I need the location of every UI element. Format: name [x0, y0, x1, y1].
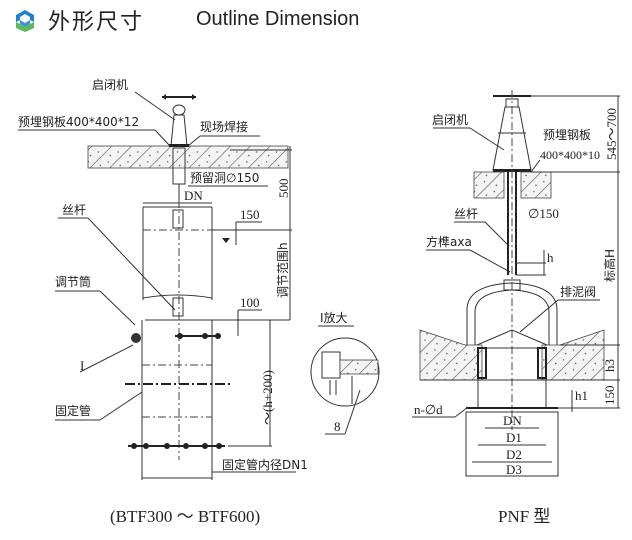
- dim-545-700: 545～700: [604, 108, 619, 160]
- adjust-tube-outline: [142, 200, 230, 460]
- label-screw-rod: 丝杆: [62, 203, 86, 217]
- label-elevation: 标高H: [602, 249, 617, 282]
- ground-left: [419, 329, 483, 381]
- concrete-slab: [87, 145, 289, 169]
- right-diagram: 启闭机 预埋钢板 400*400*10 545～700 丝杆 ∅150 方榫ax…: [412, 90, 620, 526]
- right-caption: PNF 型: [498, 507, 550, 526]
- left-labels: 启闭机 预埋钢板400*400*12 现场焊接 预留洞∅150 500 DN 丝…: [18, 78, 348, 526]
- right-hoist: [492, 90, 532, 430]
- label-right-screw-rod: 丝杆: [454, 207, 478, 221]
- label-bolt-holes: n-∅d: [414, 402, 443, 417]
- label-fixed-pipe-inner-dia: 固定管内径DN1: [222, 457, 308, 472]
- dim-500: 500: [276, 179, 291, 199]
- fixed-pipe: [125, 319, 290, 480]
- label-adjust-tube: 调节筒: [55, 274, 91, 289]
- left-caption: (BTF300 ～ BTF600): [110, 507, 260, 526]
- label-d3: D3: [506, 462, 522, 477]
- label-dn: DN: [184, 188, 203, 203]
- label-reserved-hole: 预留洞∅150: [190, 171, 259, 185]
- dim-100: 100: [240, 295, 260, 310]
- label-right-dn: DN: [503, 413, 522, 428]
- label-right-embedded-plate: 预埋钢板: [543, 128, 591, 142]
- dim-h3: h3: [602, 359, 617, 372]
- label-right-hole: ∅150: [528, 206, 559, 221]
- label-weld-symbol: 8: [334, 419, 341, 434]
- label-h1: h1: [575, 388, 588, 403]
- left-leader-lines: [18, 91, 268, 421]
- detail-i-enlarged: [310, 325, 380, 435]
- right-leader-lines: [412, 127, 600, 418]
- label-d2: D2: [506, 447, 522, 462]
- dim-150: 150: [240, 207, 260, 222]
- label-adjust-range: 调节范围h: [276, 242, 290, 298]
- left-diagram: 启闭机 预埋钢板400*400*12 现场焊接 预留洞∅150 500 DN 丝…: [18, 78, 380, 526]
- page-header: 外形尺寸 Outline Dimension: [0, 0, 632, 42]
- slab-right: [520, 171, 552, 199]
- left-dimension-lines: [143, 146, 296, 473]
- label-field-weld: 现场焊接: [200, 119, 248, 134]
- hexagon-logo-icon: [16, 10, 34, 32]
- dim-right-150: 150: [602, 386, 617, 406]
- label-detail-title: I放大: [320, 310, 348, 325]
- title-chinese: 外形尺寸: [48, 10, 145, 35]
- hoist-assembly: [162, 94, 196, 200]
- label-fixed-pipe: 固定管: [55, 403, 91, 418]
- label-detail-mark: I: [80, 358, 84, 373]
- label-right-hoist: 启闭机: [432, 113, 468, 127]
- label-right-plate-size: 400*400*10: [540, 148, 600, 162]
- label-square-tenon: 方榫axa: [426, 234, 472, 249]
- dim-h-plus-200: ～(h+200): [260, 370, 275, 425]
- slab-left: [473, 171, 505, 199]
- right-dimension-lines: [420, 95, 620, 477]
- title-english: Outline Dimension: [196, 8, 360, 30]
- label-embedded-plate: 预埋钢板400*400*12: [18, 115, 139, 129]
- ground-right: [541, 329, 605, 381]
- right-labels: 启闭机 预埋钢板 400*400*10 545～700 丝杆 ∅150 方榫ax…: [414, 108, 619, 526]
- label-drain-valve: 排泥阀: [560, 285, 596, 299]
- label-hoist: 启闭机: [92, 78, 128, 92]
- label-d1: D1: [506, 430, 522, 445]
- label-h: h: [547, 250, 554, 265]
